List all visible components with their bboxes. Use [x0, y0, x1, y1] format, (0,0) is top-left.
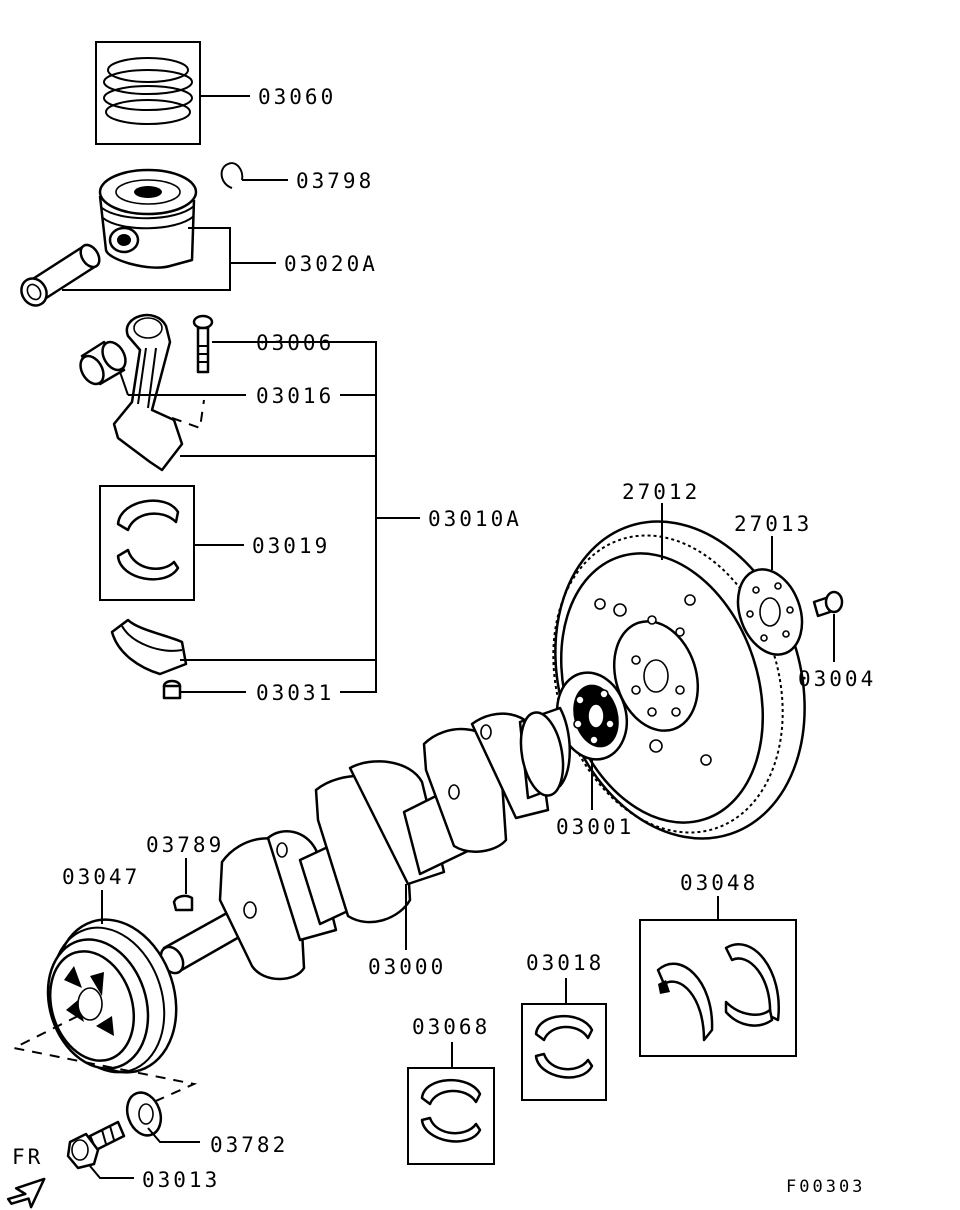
snap-ring-part[interactable] [220, 162, 244, 189]
part-label-flywheel-bolt[interactable]: 03004 [798, 667, 876, 691]
piston-pin-part[interactable] [16, 242, 103, 311]
part-label-conrod-assy[interactable]: 03010A [428, 507, 522, 531]
leader-line [147, 1127, 200, 1143]
front-direction-label: FR [12, 1145, 43, 1169]
main-bearing-lower-part[interactable] [407, 1067, 495, 1165]
conrod-cap-part[interactable] [110, 618, 188, 676]
conrod-bolt-part[interactable] [192, 314, 214, 374]
part-label-main-bearing-lower[interactable]: 03068 [412, 1015, 490, 1039]
crankshaft-part[interactable] [156, 706, 571, 981]
leader-line [62, 227, 231, 291]
part-label-flywheel-plate[interactable]: 27013 [734, 512, 812, 536]
part-label-pulley-washer[interactable]: 03782 [210, 1133, 288, 1157]
piston-rings-part[interactable] [95, 41, 201, 145]
leader-line [89, 1165, 134, 1179]
part-label-crankshaft-key[interactable]: 03789 [146, 833, 224, 857]
part-label-conrod-bearing[interactable]: 03019 [252, 534, 330, 558]
part-label-piston-rings[interactable]: 03060 [258, 85, 336, 109]
main-bearing-upper-part[interactable] [521, 1003, 607, 1101]
thrust-washer-part[interactable] [639, 919, 797, 1057]
leader-line [119, 371, 129, 396]
part-label-crank-adapter[interactable]: 03001 [556, 815, 634, 839]
part-label-pulley-bolt[interactable]: 03013 [142, 1168, 220, 1192]
flywheel-part[interactable] [516, 489, 844, 871]
part-label-thrust-washer[interactable]: 03048 [680, 871, 758, 895]
part-label-conrod-bushing[interactable]: 03016 [256, 384, 334, 408]
pulley-bolt-part[interactable] [66, 1120, 126, 1170]
flywheel-bolt-part[interactable] [812, 590, 844, 618]
part-label-damper-pulley[interactable]: 03047 [62, 865, 140, 889]
part-label-flywheel[interactable]: 27012 [622, 480, 700, 504]
assembly-guide-line [10, 1015, 198, 1109]
conrod-nut-part[interactable] [162, 679, 182, 700]
flywheel-plate-part[interactable] [727, 560, 813, 663]
conrod-bushing-part[interactable] [76, 338, 130, 388]
conrod-bearing-part[interactable] [99, 485, 195, 601]
part-label-crankshaft[interactable]: 03000 [368, 955, 446, 979]
figure-id: F00303 [786, 1177, 865, 1197]
front-direction-arrow-icon [6, 1177, 46, 1209]
conrod-part[interactable] [112, 313, 205, 472]
part-label-main-bearing-upper[interactable]: 03018 [526, 951, 604, 975]
damper-pulley-part[interactable] [32, 904, 195, 1088]
part-label-conrod-nut[interactable]: 03031 [256, 681, 334, 705]
part-label-piston-assy[interactable]: 03020A [284, 252, 378, 276]
crankshaft-key-part[interactable] [172, 894, 194, 912]
piston-part[interactable] [98, 168, 198, 269]
crank-adapter-part[interactable] [548, 665, 636, 768]
part-label-snap-ring[interactable]: 03798 [296, 169, 374, 193]
part-label-conrod-bolt[interactable]: 03006 [256, 331, 334, 355]
pulley-washer-part[interactable] [121, 1088, 166, 1140]
